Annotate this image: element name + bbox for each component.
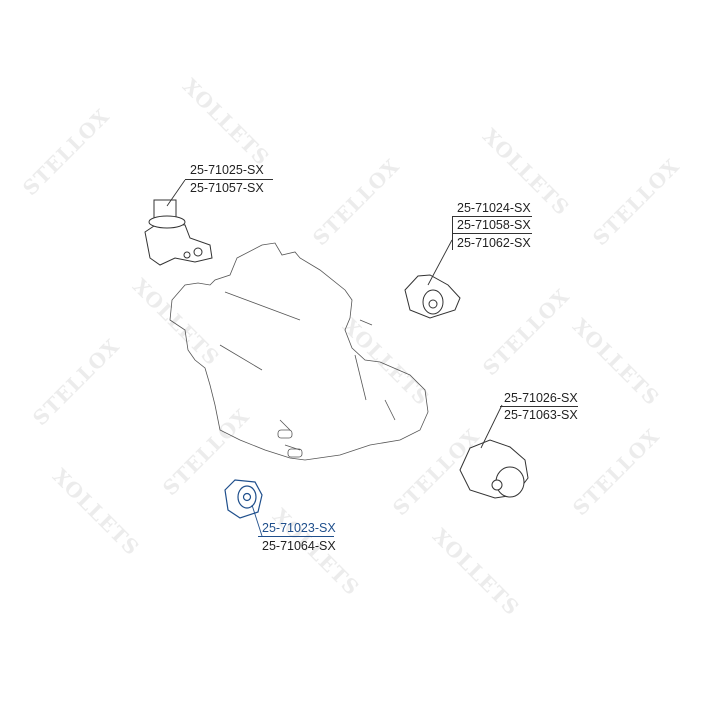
- label-divider: [452, 233, 532, 234]
- part-number-label-highlighted[interactable]: 25-71023-SX: [262, 521, 336, 535]
- mount-right-drawing: [459, 439, 529, 499]
- part-number-label: 25-71062-SX: [457, 236, 531, 250]
- leader-lines: [166, 179, 503, 537]
- part-number-label: 25-71057-SX: [190, 181, 264, 195]
- part-number-label: 25-71024-SX: [457, 201, 531, 215]
- part-number-label: 25-71025-SX: [190, 163, 264, 177]
- part-number-label: 25-71026-SX: [504, 391, 578, 405]
- label-divider: [500, 406, 578, 407]
- mount-top-right-drawing: [404, 274, 461, 319]
- part-number-label: 25-71064-SX: [262, 539, 336, 553]
- mount-bottom-drawing: [224, 479, 263, 519]
- engine-outline: [169, 242, 429, 461]
- mount-top-left-drawing: [144, 199, 213, 266]
- label-divider: [185, 179, 273, 180]
- part-number-label: 25-71063-SX: [504, 408, 578, 422]
- label-divider: [452, 216, 532, 217]
- part-number-label: 25-71058-SX: [457, 218, 531, 232]
- label-divider: [258, 536, 334, 537]
